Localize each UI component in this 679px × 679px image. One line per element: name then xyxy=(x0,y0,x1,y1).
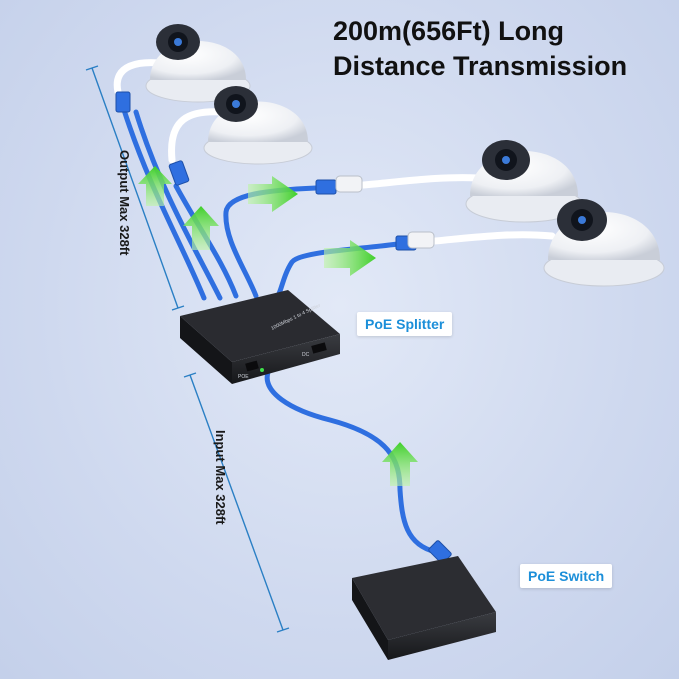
output-distance-line xyxy=(85,65,185,311)
poe-splitter-device: 1000Mbps 1 to 4 Splitter POE DC xyxy=(180,290,340,384)
dome-camera-icon xyxy=(465,140,583,223)
dome-camera-icon xyxy=(203,86,313,165)
arrow-icon xyxy=(183,206,219,250)
input-distance-label: Input Max 328ft xyxy=(213,430,228,525)
headline-line-2: Distance Transmission xyxy=(333,51,628,81)
poe-switch-device xyxy=(352,556,496,660)
arrow-icon xyxy=(324,240,376,276)
poe-splitter-label: PoE Splitter xyxy=(357,312,453,336)
dc-port-text: DC xyxy=(302,352,310,358)
headline-line-1: 200m(656Ft) Long xyxy=(333,16,565,46)
headline: 200m(656Ft) Long Distance Transmission xyxy=(333,14,673,84)
input-distance-line xyxy=(183,372,290,633)
arrow-icon xyxy=(138,166,172,206)
output-distance-label: Output Max 328ft xyxy=(117,150,132,256)
poe-switch-label: PoE Switch xyxy=(520,564,613,588)
arrow-icon xyxy=(382,442,418,486)
poe-port-text: POE xyxy=(238,374,249,380)
dome-camera-icon xyxy=(543,199,665,287)
arrow-icon xyxy=(248,176,298,212)
camera-plugs xyxy=(335,175,435,249)
